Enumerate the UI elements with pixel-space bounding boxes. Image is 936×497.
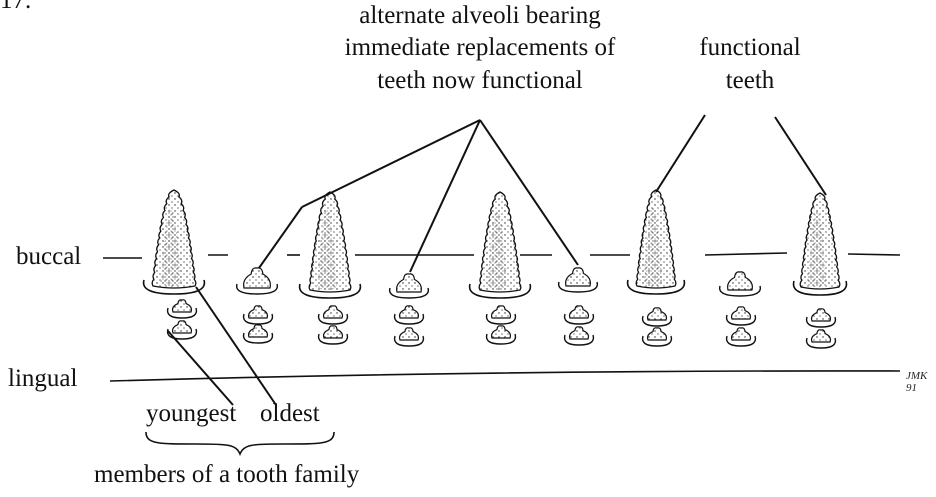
tooth-germ-10 [487, 326, 516, 344]
functional-tooth-1 [144, 190, 205, 294]
tooth-germ-14 [643, 328, 672, 346]
tooth-family-label: members of a tooth family [94, 460, 359, 490]
lingual-label: lingual [8, 364, 77, 394]
tooth-germ-17 [807, 309, 836, 327]
tooth-germ-7 [395, 306, 424, 324]
tooth-germ-11 [565, 306, 594, 324]
tooth-germ-16 [727, 328, 756, 346]
tooth-germ-15 [727, 307, 756, 325]
artist-signature: JMK 91 [906, 370, 936, 394]
replacement-tooth-1 [237, 268, 278, 294]
functional-tooth-4 [628, 190, 685, 294]
tooth-germ-1 [168, 300, 197, 318]
alveoli-label-line-1: alternate alveoli bearing [300, 1, 660, 31]
alveoli-label-line-3: teeth now functional [300, 66, 660, 96]
tooth-germ-3 [244, 306, 273, 324]
functional-label-line-1: functional [680, 33, 820, 63]
tooth-germ-13 [643, 308, 672, 326]
functional-tooth-5 [794, 193, 847, 295]
oldest-label: oldest [260, 399, 320, 429]
replacement-tooth-4 [720, 272, 761, 296]
family-brace [146, 432, 334, 454]
functional-label-line-2: teeth [680, 66, 820, 96]
functional-tooth-3 [470, 192, 531, 298]
tooth-germ-12 [565, 327, 594, 345]
tooth-germ-5 [319, 306, 348, 324]
tooth-germ-6 [319, 326, 348, 344]
tooth-germ-4 [244, 325, 273, 343]
tooth-germ-9 [487, 306, 516, 324]
figure-number: 17. [0, 0, 31, 16]
replacement-tooth-2 [390, 274, 429, 298]
replacement-tooth-3 [559, 268, 598, 292]
lingual-line [110, 371, 900, 381]
tooth-germ-18 [807, 330, 836, 348]
youngest-label: youngest [146, 399, 236, 429]
alveoli-label-line-2: immediate replacements of [290, 33, 670, 63]
tooth-germ-8 [395, 328, 424, 346]
functional-tooth-2 [300, 192, 361, 298]
buccal-label: buccal [16, 242, 81, 272]
